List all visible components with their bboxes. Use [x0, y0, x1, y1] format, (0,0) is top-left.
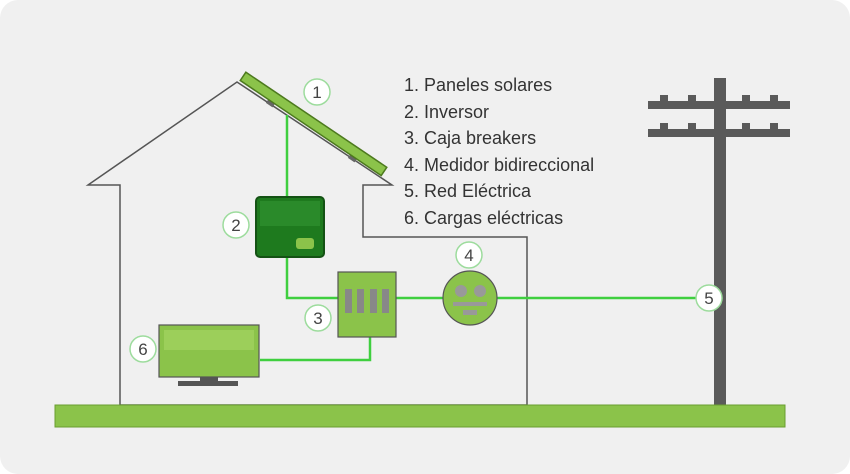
wiring: [260, 115, 720, 362]
badge-label: 3: [313, 309, 322, 328]
legend-item: 5. Red Eléctrica: [404, 181, 532, 201]
breaker-box: [337, 271, 397, 338]
badge-5: 5: [695, 284, 723, 312]
badge-label: 1: [312, 83, 321, 102]
electrical-load-tv: [158, 324, 260, 386]
badge-label: 6: [138, 340, 147, 359]
badge-4: 4: [455, 241, 483, 269]
legend-item: 2. Inversor: [404, 101, 490, 122]
badge-label: 4: [464, 246, 473, 265]
legend-item: 1. Paneles solares: [404, 75, 553, 95]
badge-3: 3: [304, 304, 332, 332]
bidirectional-meter: [442, 270, 498, 326]
badge-6: 6: [129, 335, 157, 363]
badge-1: 1: [303, 78, 331, 106]
legend-item: 6. Cargas eléctricas: [404, 207, 564, 228]
legend-item: 4. Medidor bidireccional: [404, 154, 595, 175]
utility-pole: [648, 78, 790, 406]
ground: [54, 404, 786, 428]
badge-label: 5: [704, 289, 713, 308]
legend: 1. Paneles solares 2. Inversor 3. Caja b…: [404, 72, 594, 231]
inverter: [255, 196, 325, 258]
badge-label: 2: [231, 216, 240, 235]
legend-item: 3. Caja breakers: [404, 128, 537, 148]
solar-panel: [239, 71, 388, 177]
badge-2: 2: [222, 211, 250, 239]
